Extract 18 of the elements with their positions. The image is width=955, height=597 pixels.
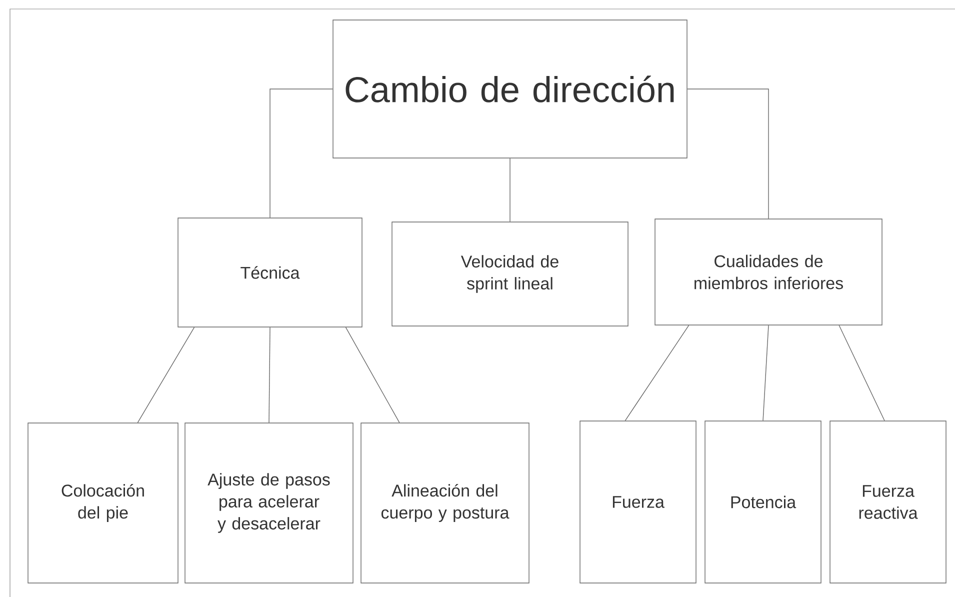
concept-box: Fuerza	[580, 420, 696, 584]
concept-box: Alineación del cuerpo y postura	[360, 422, 530, 584]
concept-box: Cualidades de miembros inferiores	[654, 218, 882, 326]
concept-box: Fuerza reactiva	[830, 420, 946, 584]
title-box: Cambio de dirección	[332, 20, 688, 158]
connector-line	[687, 88, 769, 219]
connector-line	[838, 325, 885, 421]
connector-line	[624, 325, 690, 421]
connector-line	[137, 327, 195, 423]
connector-line	[762, 325, 769, 421]
concept-box: Ajuste de pasos para acelerar y desacelerar	[184, 422, 354, 584]
connector-line	[270, 88, 333, 218]
connector-line	[345, 327, 400, 423]
concept-box: Potencia	[704, 420, 822, 584]
connector-line	[268, 327, 270, 423]
concept-box: Técnica	[178, 218, 362, 328]
concept-box: Velocidad de sprint lineal	[392, 222, 628, 326]
concept-box: Colocación del pie	[28, 422, 178, 584]
